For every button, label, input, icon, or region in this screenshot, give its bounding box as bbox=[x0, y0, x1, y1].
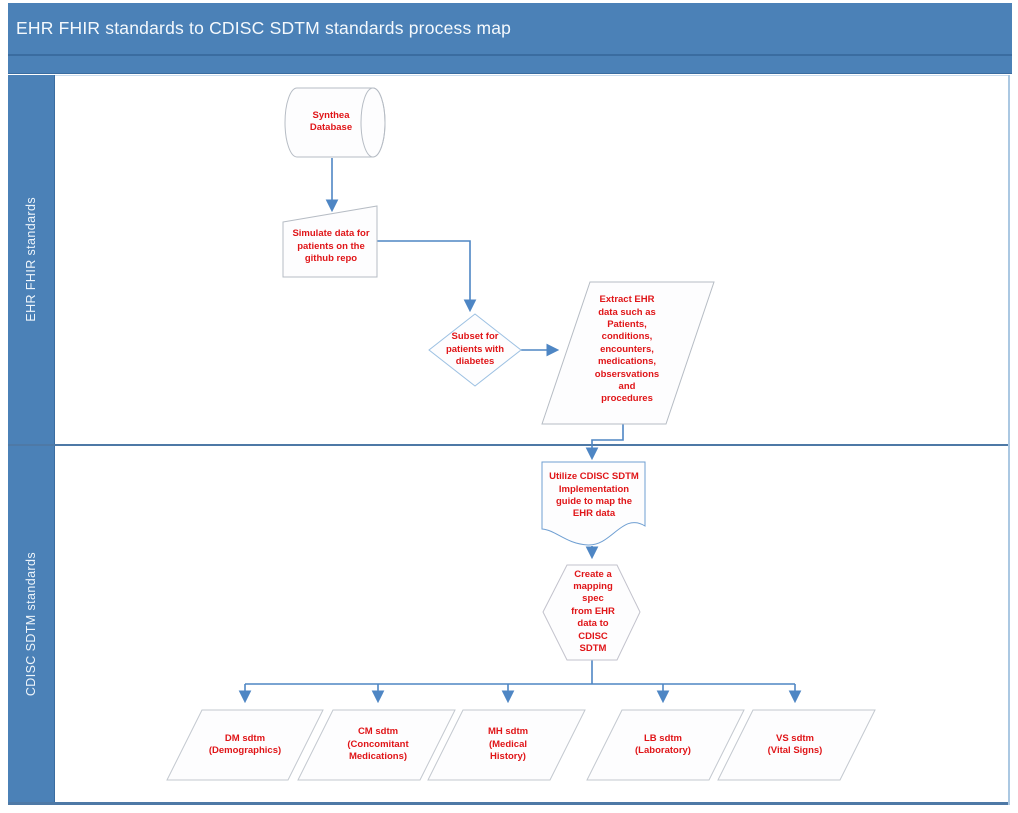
title-band: EHR FHIR standards to CDISC SDTM standar… bbox=[8, 3, 1012, 54]
node-mh-sdtm: MH sdtm (Medical History) bbox=[487, 726, 529, 763]
content-top-hairline bbox=[55, 75, 1008, 76]
document-shape bbox=[541, 461, 646, 546]
hexagon-shape bbox=[542, 564, 641, 661]
diagram-right-border bbox=[1008, 75, 1010, 805]
connector-extract-to-utilize bbox=[585, 424, 624, 461]
database-cylinder-rim bbox=[360, 87, 386, 158]
node-create-mapping-spec: Create a mapping spec from EHR data to C… bbox=[571, 568, 615, 654]
node-cm-sdtm: CM sdtm (Concomitant Medications) bbox=[347, 726, 409, 763]
node-subset-diabetes: Subset for patients with diabetes bbox=[445, 331, 505, 368]
node-simulate-data: Simulate data for patients on the github… bbox=[292, 228, 370, 265]
node-dm-sdtm: DM sdtm (Demographics) bbox=[208, 732, 282, 756]
node-vs-sdtm: VS sdtm (Vital Signs) bbox=[767, 732, 823, 756]
lane-divider bbox=[8, 444, 1010, 446]
lb-parallelogram-shape bbox=[586, 709, 745, 781]
lane-header-cdisc-sdtm: CDISC SDTM standards bbox=[8, 446, 55, 803]
phase-band bbox=[8, 54, 1012, 74]
mh-parallelogram-shape bbox=[427, 709, 586, 781]
node-extract-ehr-data: Extract EHR data such as Patients, condi… bbox=[594, 294, 660, 405]
lane-header-ehr-fhir: EHR FHIR standards bbox=[8, 75, 55, 444]
diagram-bottom-border bbox=[8, 802, 1010, 805]
node-utilize-implementation-guide: Utilize CDISC SDTM Implementation guide … bbox=[549, 471, 639, 520]
node-lb-sdtm: LB sdtm (Laboratory) bbox=[635, 732, 691, 756]
cm-parallelogram-shape bbox=[297, 709, 456, 781]
decision-diamond-shape bbox=[428, 313, 522, 387]
vs-parallelogram-shape bbox=[717, 709, 876, 781]
node-synthea-database: Synthea Database bbox=[309, 109, 353, 133]
dm-parallelogram-shape bbox=[166, 709, 324, 781]
page-title: EHR FHIR standards to CDISC SDTM standar… bbox=[16, 18, 512, 38]
manual-input-shape bbox=[282, 205, 378, 278]
extract-parallelogram-shape bbox=[541, 281, 715, 425]
connector-simulate-to-subset bbox=[377, 240, 477, 313]
